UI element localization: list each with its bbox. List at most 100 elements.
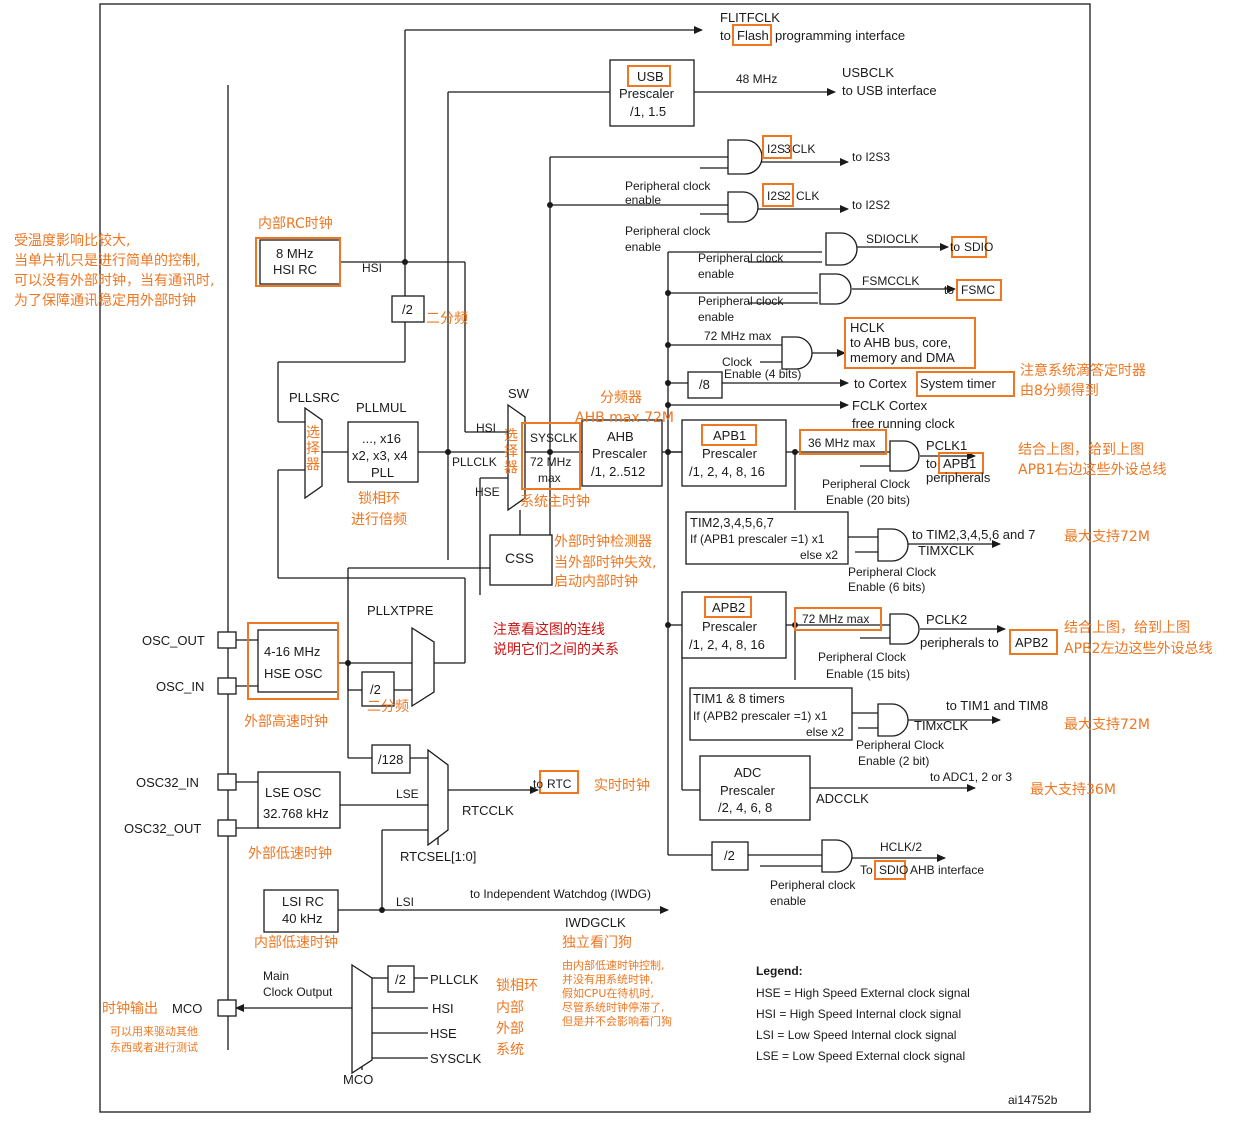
junction-dots: [345, 202, 798, 913]
svg-text:peripherals to: peripherals to: [920, 635, 999, 650]
svg-text:TIMxCLK: TIMxCLK: [914, 718, 969, 733]
svg-text:to TIM2,3,4,5,6 and 7: to TIM2,3,4,5,6 and 7: [912, 527, 1035, 542]
svg-text:72 MHz: 72 MHz: [530, 455, 571, 469]
svg-text:Peripheral clock: Peripheral clock: [698, 251, 784, 265]
svg-text:Prescaler: Prescaler: [702, 619, 758, 634]
svg-text:OSC_OUT: OSC_OUT: [142, 633, 205, 648]
svg-text:HSI: HSI: [362, 261, 382, 275]
svg-text:CSS: CSS: [505, 550, 534, 566]
rtcsel-mux: [427, 748, 449, 847]
svg-text:HSI RC: HSI RC: [273, 262, 317, 277]
svg-text:AHB interface: AHB interface: [910, 863, 984, 877]
svg-text:TIMXCLK: TIMXCLK: [918, 543, 975, 558]
hclk-div2-box: [711, 841, 749, 871]
svg-text:to: to: [533, 777, 543, 791]
timx-gate: [877, 528, 909, 562]
svg-text:to I2S3: to I2S3: [852, 150, 890, 164]
svg-text:外部: 外部: [496, 1021, 524, 1037]
pllxtpre-mux: [411, 626, 435, 708]
svg-text:48 MHz: 48 MHz: [736, 72, 777, 86]
svg-text:APB1右边这些外设总线: APB1右边这些外设总线: [1018, 461, 1167, 478]
svg-text:系统: 系统: [496, 1042, 524, 1058]
svg-text:HSE: HSE: [475, 485, 500, 499]
mco-source-note: 锁相环: [496, 978, 538, 994]
svg-text:Prescaler: Prescaler: [720, 783, 776, 798]
svg-text:/1, 1.5: /1, 1.5: [630, 104, 666, 119]
svg-text:PCLK1: PCLK1: [926, 438, 967, 453]
ahb-max-note: AHB max 72M: [575, 410, 674, 426]
svg-text:SDIOCLK: SDIOCLK: [866, 232, 919, 246]
svg-text:可以用来驱动其他: 可以用来驱动其他: [110, 1025, 198, 1038]
svg-text:内部: 内部: [496, 1000, 524, 1016]
svg-text:enable: enable: [625, 193, 661, 207]
svg-text:PLLXTPRE: PLLXTPRE: [367, 603, 434, 618]
svg-text:/1, 2, 4, 8, 16: /1, 2, 4, 8, 16: [689, 464, 765, 479]
svg-text:可以没有外部时钟，当有通讯时,: 可以没有外部时钟，当有通讯时,: [14, 272, 214, 289]
hse-note: 外部高速时钟: [244, 713, 328, 730]
svg-text:enable: enable: [698, 310, 734, 324]
connection-lines: [235, 26, 1006, 1070]
apb2-prescaler-box: [681, 591, 787, 659]
svg-text:PLLMUL: PLLMUL: [356, 400, 407, 415]
lsi-note: 内部低速时钟: [254, 934, 338, 951]
hsi-div2-box: [391, 295, 425, 323]
sw-mux: [507, 403, 526, 512]
osc-out-pin: [217, 631, 237, 649]
svg-text:HCLK/2: HCLK/2: [880, 840, 922, 854]
svg-text:启动内部时钟: 启动内部时钟: [554, 573, 638, 590]
divider-note: 分频器: [600, 390, 642, 406]
system-main-note: 系统主时钟: [520, 493, 590, 510]
svg-text:/1, 2..512: /1, 2..512: [591, 464, 645, 479]
svg-text:由内部低速时钟控制,: 由内部低速时钟控制,: [562, 958, 665, 972]
svg-text:LSI RC: LSI RC: [282, 894, 324, 909]
svg-text:to: to: [720, 28, 731, 43]
svg-text:to: to: [926, 456, 937, 471]
svg-text:进行倍频: 进行倍频: [351, 512, 407, 528]
div2-note: 二分频: [426, 311, 468, 327]
hse-osc-box: [257, 629, 339, 693]
svg-text:peripherals: peripherals: [926, 470, 991, 485]
svg-text:IWDGCLK: IWDGCLK: [565, 915, 626, 930]
svg-text:to TIM1 and TIM8: to TIM1 and TIM8: [946, 698, 1048, 713]
fsmc-gate: [819, 273, 852, 305]
highlight-boxes: [247, 24, 1058, 880]
legend-item: LSI = Low Speed Internal clock signal: [756, 1028, 956, 1042]
svg-text:/2: /2: [370, 682, 381, 697]
i2s3-gate: [727, 139, 763, 175]
svg-text:Clock Output: Clock Output: [263, 985, 333, 999]
svg-text:Peripheral Clock: Peripheral Clock: [818, 650, 907, 664]
tim18-gate: [877, 703, 909, 737]
svg-text:FSMCCLK: FSMCCLK: [862, 274, 919, 288]
svg-text:APB2: APB2: [712, 600, 745, 615]
pclk2-gate: [889, 613, 920, 645]
svg-text:Enable (6 bits): Enable (6 bits): [848, 580, 925, 594]
svg-text:SDIO: SDIO: [879, 863, 908, 877]
apb2-note: 结合上图，给到上图: [1064, 620, 1190, 636]
svg-text:ADCCLK: ADCCLK: [816, 791, 869, 806]
ahb-prescaler-box: [581, 419, 663, 487]
usb-label: USB: [637, 69, 664, 84]
svg-text:APB2左边这些外设总线: APB2左边这些外设总线: [1064, 640, 1213, 657]
apb1-prescaler-box: [681, 419, 787, 487]
css-box: [489, 534, 553, 586]
svg-text:AHB: AHB: [607, 429, 634, 444]
apb1-note: 结合上图，给到上图: [1018, 442, 1144, 458]
svg-text:TIM1 & 8 timers: TIM1 & 8 timers: [693, 691, 785, 706]
svg-text:I2S: I2S: [767, 189, 785, 203]
svg-text:Enable (20 bits): Enable (20 bits): [826, 493, 910, 507]
hclk-gate: [781, 336, 813, 370]
svg-text:Enable (2 bit): Enable (2 bit): [858, 754, 929, 768]
svg-text:Peripheral clock: Peripheral clock: [698, 294, 784, 308]
svg-text:APB2: APB2: [1015, 635, 1048, 650]
svg-text:72 MHz max: 72 MHz max: [802, 612, 869, 626]
max72-note-2: 最大支持72M: [1064, 717, 1150, 733]
svg-text:CLK: CLK: [792, 142, 815, 156]
pll-box: [347, 421, 419, 483]
svg-text:HSI: HSI: [476, 421, 496, 435]
selector-note-1: 选择器: [306, 425, 320, 473]
svg-text:RTCSEL[1:0]: RTCSEL[1:0]: [400, 849, 476, 864]
selector-note-2: 选择器: [504, 428, 518, 476]
usb-prescaler-box: [609, 59, 695, 127]
svg-text:8 MHz: 8 MHz: [276, 246, 314, 261]
svg-text:FSMC: FSMC: [961, 283, 995, 297]
